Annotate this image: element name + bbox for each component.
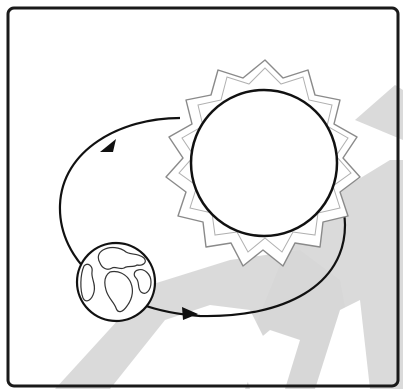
earth-icon	[77, 243, 155, 321]
sun-disc	[191, 90, 337, 236]
direction-arrow-top	[100, 139, 116, 152]
